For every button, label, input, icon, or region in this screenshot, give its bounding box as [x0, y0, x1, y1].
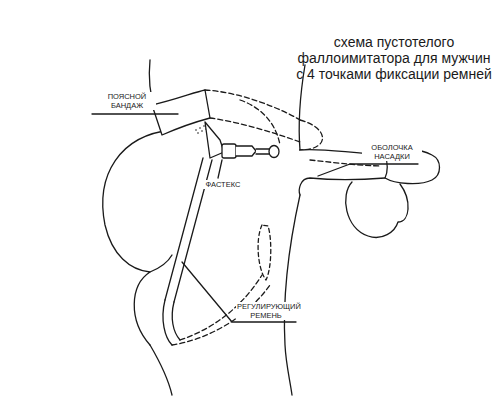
part-label: ПОЯСНОЙ БАНДАЖ: [98, 92, 156, 110]
shell-base: [346, 182, 408, 237]
strap-tab: [205, 122, 224, 158]
buckle-male: [236, 146, 256, 156]
strap-lower: [163, 300, 180, 345]
attachment-ring: [269, 146, 279, 158]
belt-front-hidden: [300, 120, 323, 150]
thigh-outline: [150, 345, 172, 395]
leader-fastex: [218, 160, 222, 178]
buttock-fold: [150, 255, 172, 272]
buckle-female: [222, 144, 236, 158]
waist-belt-hidden: [205, 90, 300, 142]
buckle-strap: [256, 149, 270, 154]
front-thigh: [284, 195, 300, 395]
diagram-title: схема пустотелого фаллоимитатора для муж…: [294, 34, 494, 82]
waist-belt: [152, 90, 210, 135]
thigh-ring: [258, 225, 271, 280]
upper-strap-hidden: [240, 100, 280, 145]
part-label: ФАСТЕКС: [202, 180, 244, 189]
part-label: ОБОЛОЧКА НАСАДКИ: [362, 143, 422, 161]
leader-strap: [182, 262, 296, 322]
leader-shell: [318, 164, 418, 176]
buttock-outline: [103, 130, 172, 345]
part-label: РЕГУЛИРУЮЩИЙ РЕМЕНЬ: [236, 302, 296, 320]
leader-belt: [92, 113, 178, 114]
